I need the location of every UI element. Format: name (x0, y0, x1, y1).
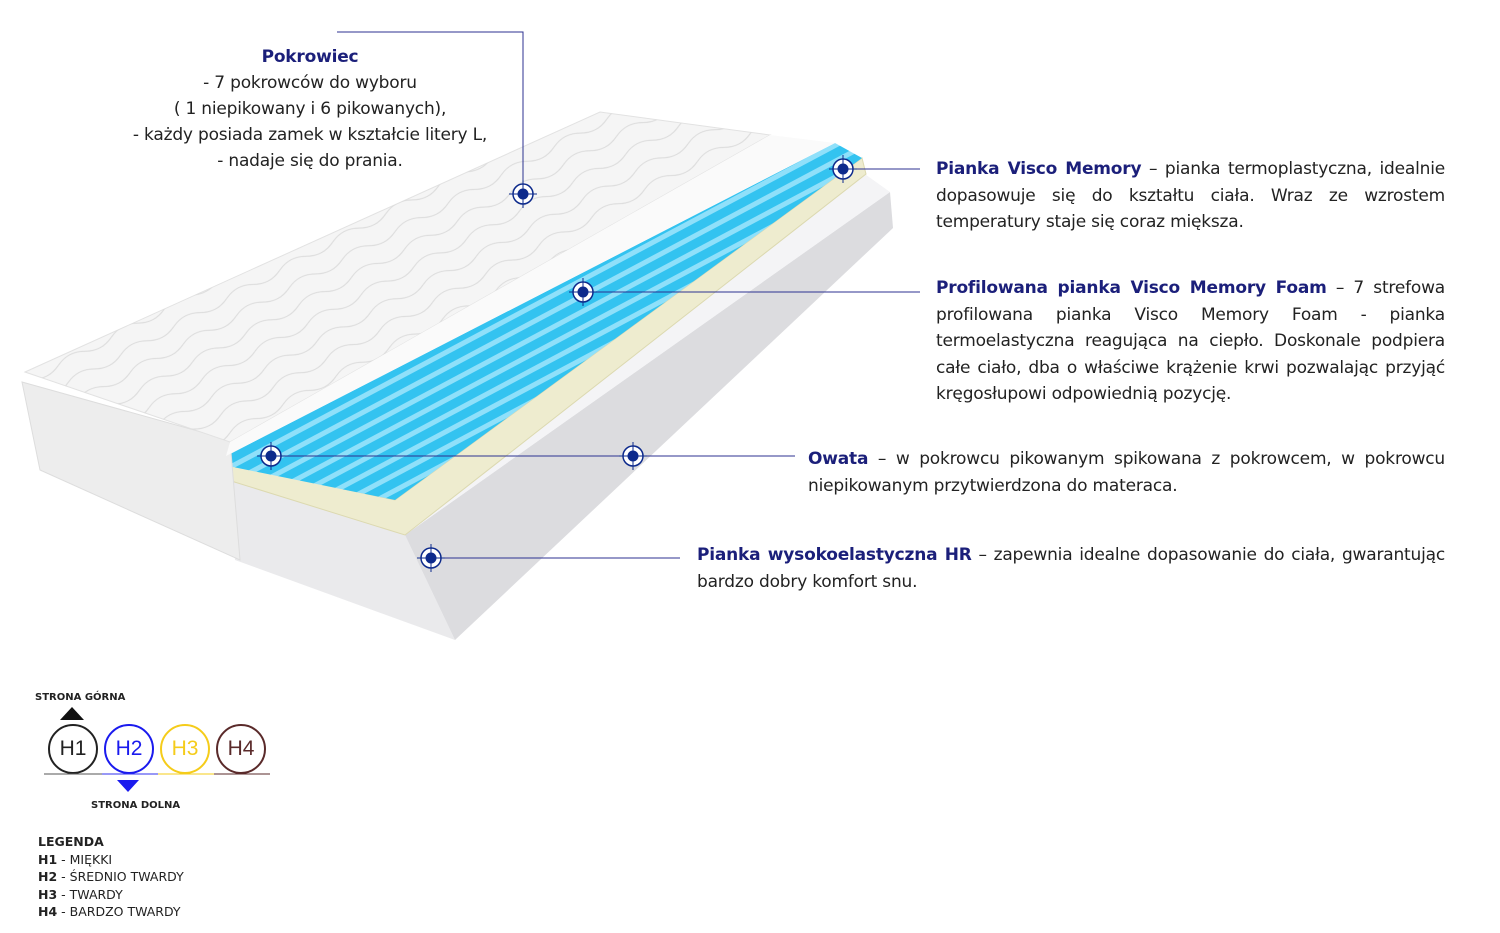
crosshair-marker-icon (509, 180, 537, 208)
visco-callout: Pianka Visco Memory – pianka termoplasty… (936, 156, 1445, 236)
cover-line: ( 1 niepikowany i 6 pikowanych), (173, 99, 447, 119)
legend-item: H3 - TWARDY (38, 886, 123, 902)
hardness-h3: H3 (160, 724, 210, 774)
callout-title: Owata (808, 449, 869, 469)
down-arrow-icon (117, 780, 139, 792)
legend-item: H4 - BARDZO TWARDY (38, 904, 181, 919)
visco-foam-layer (226, 143, 862, 500)
callout-title: Profilowana pianka Visco Memory Foam (936, 278, 1327, 298)
hardness-h2: H2 (104, 724, 154, 774)
crosshair-marker-icon (619, 442, 647, 470)
callout-text: – w pokrowcu pikowanym spikowana z pokro… (808, 449, 1445, 496)
legend-title: LEGENDA (38, 834, 104, 849)
crosshair-marker-icon (257, 442, 285, 470)
crosshair-marker-icon (569, 278, 597, 306)
cover-line: - nadaje się do prania. (217, 151, 403, 171)
crosshair-marker-icon (417, 544, 445, 572)
cover-line: - każdy posiada zamek w kształcie litery… (132, 125, 488, 145)
callout-title: Pianka Visco Memory (936, 159, 1142, 179)
legend-item: H2 - ŚREDNIO TWARDY (38, 869, 184, 884)
top-side-label: STRONA GÓRNA (35, 692, 126, 703)
bottom-side-label: STRONA DOLNA (91, 800, 181, 811)
cover-title: Pokrowiec (261, 47, 359, 67)
hardness-h4: H4 (216, 724, 266, 774)
wadding-callout: Owata – w pokrowcu pikowanym spikowana z… (808, 446, 1445, 499)
cover-line: - 7 pokrowców do wyboru (203, 73, 417, 93)
hr-foam-callout: Pianka wysokoelastyczna HR – zapewnia id… (697, 542, 1445, 595)
profiled-foam-callout: Profilowana pianka Visco Memory Foam – 7… (936, 275, 1445, 408)
hardness-baseline (44, 773, 270, 792)
hardness-h1: H1 (48, 724, 98, 774)
legend-item: H1 - MIĘKKI (38, 851, 113, 867)
callout-title: Pianka wysokoelastyczna HR (697, 545, 972, 565)
legend: LEGENDA H1 - MIĘKKI H2 - ŚREDNIO TWARDY … (38, 833, 184, 921)
callout-text: – 7 strefowa profilowana pianka Visco Me… (936, 278, 1445, 404)
mattress-cover (21, 111, 835, 561)
callout-text: – zapewnia idealne dopasowanie do ciała,… (697, 545, 1445, 592)
callout-text: – pianka termoplastyczna, idealnie dopas… (936, 159, 1445, 232)
up-arrow-icon (60, 707, 84, 720)
crosshair-marker-icon (829, 155, 857, 183)
cover-callout: Pokrowiec - 7 pokrowców do wyboru ( 1 ni… (100, 44, 520, 174)
